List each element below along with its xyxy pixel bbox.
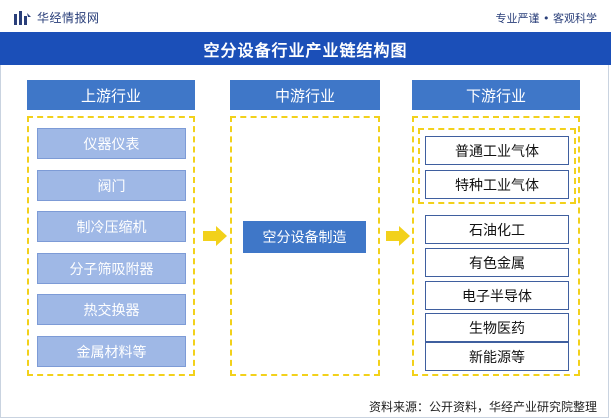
upstream-item: 仪器仪表 <box>37 128 186 159</box>
downstream-industry-item: 生物医药 <box>425 313 569 342</box>
downstream-gas-item: 普通工业气体 <box>425 136 569 165</box>
downstream-box <box>412 116 580 376</box>
source-note: 资料来源：公开资料，华经产业研究院整理 <box>368 400 597 414</box>
upstream-item: 制冷压缩机 <box>37 211 186 242</box>
arrow-right-icon <box>203 226 227 246</box>
downstream-industry-item: 电子半导体 <box>425 281 569 310</box>
page-header: 华经情报网 专业严谨 • 客观科学 <box>0 0 611 32</box>
downstream-header: 下游行业 <box>412 80 580 110</box>
chart-bars-icon <box>14 10 31 25</box>
downstream-industry-item: 新能源等 <box>425 342 569 371</box>
upstream-item: 热交换器 <box>37 294 186 325</box>
arrow-right-icon <box>386 226 410 246</box>
brand-name: 华经情报网 <box>37 11 100 25</box>
midstream-item: 空分设备制造 <box>243 221 366 253</box>
upstream-box <box>27 116 195 376</box>
midstream-header: 中游行业 <box>230 80 380 110</box>
brand: 华经情报网 <box>14 9 100 26</box>
upstream-header: 上游行业 <box>27 80 195 110</box>
upstream-item: 阀门 <box>37 170 186 201</box>
gases-group-box <box>418 128 576 204</box>
slogan: 专业严谨 • 客观科学 <box>495 12 597 25</box>
downstream-industry-item: 石油化工 <box>425 215 569 244</box>
upstream-item: 分子筛吸附器 <box>37 253 186 284</box>
diagram-title: 空分设备行业产业链结构图 <box>203 40 408 60</box>
title-bar: 空分设备行业产业链结构图 <box>0 32 611 65</box>
midstream-box <box>230 116 380 376</box>
upstream-item: 金属材料等 <box>37 336 186 367</box>
downstream-industry-item: 有色金属 <box>425 248 569 277</box>
downstream-gas-item: 特种工业气体 <box>425 170 569 199</box>
